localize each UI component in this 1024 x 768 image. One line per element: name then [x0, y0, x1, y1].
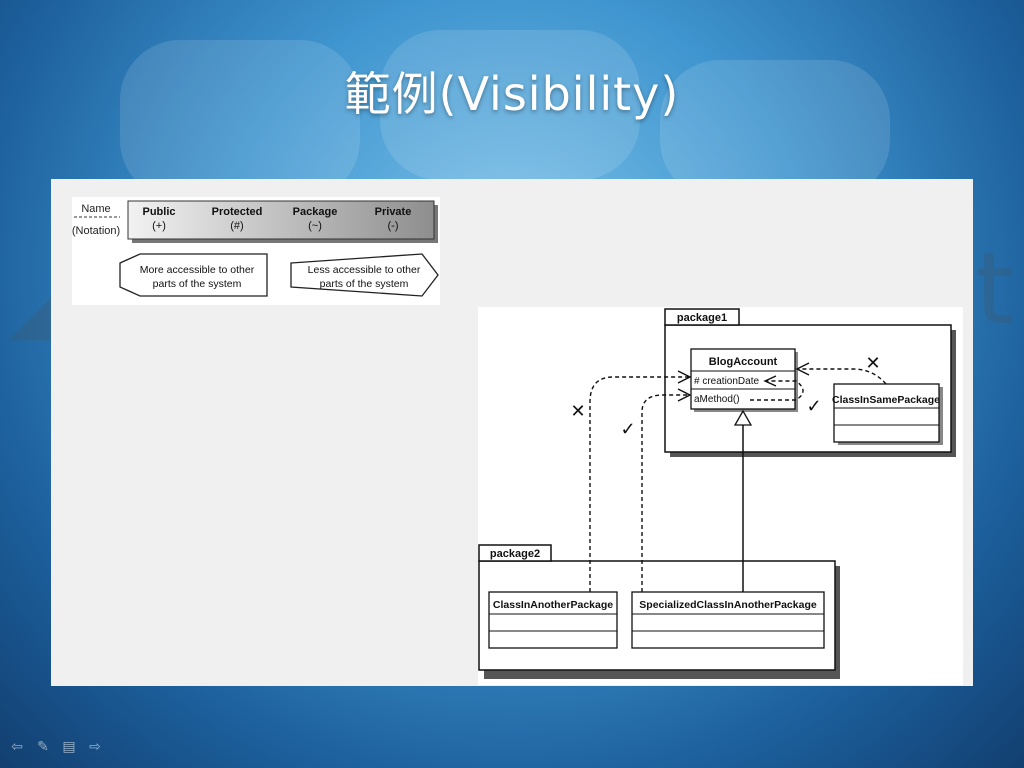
legend-col-public-notation: (+): [152, 220, 166, 232]
slideshow-nav: ⇦ ✎ ▤ ⇨: [8, 738, 104, 756]
same-package-arrowhead: [795, 362, 810, 376]
specialized-allowed-mark: ✓: [620, 419, 635, 439]
visibility-legend: Name (Notation) Public (+) Protected (#)…: [72, 197, 440, 305]
package2-tab: [478, 544, 552, 562]
another-package-class-name: ClassInAnotherPackage: [493, 599, 613, 611]
package1-tab: [664, 308, 740, 326]
legend-header-bar: [127, 200, 435, 240]
package2-label: package2: [490, 548, 540, 560]
uml-diagram: package1 BlogAccount # creationDate aMet…: [478, 307, 963, 685]
background-panel-right: [660, 60, 890, 200]
pen-icon[interactable]: ✎: [37, 739, 49, 755]
legend-col-private-name: Private: [375, 206, 412, 218]
same-package-dependency: [798, 368, 887, 385]
package1-label: package1: [677, 312, 727, 324]
legend-col-public-name: Public: [142, 206, 175, 218]
same-package-class: [833, 383, 940, 443]
another-package-dependency: [589, 376, 689, 592]
less-accessible-line1: Less accessible to other: [308, 264, 421, 276]
another-package-class: [488, 591, 618, 649]
legend-col-protected-name: Protected: [212, 206, 263, 218]
blog-account-method: aMethod(): [694, 394, 740, 405]
blog-account-class: [690, 348, 796, 410]
generalization-arrowhead: [733, 409, 753, 426]
specialized-class: [631, 591, 825, 649]
slide-menu-icon[interactable]: ▤: [62, 739, 76, 755]
less-accessible-arrow: [290, 253, 439, 297]
more-accessible-line2: parts of the system: [153, 278, 242, 290]
next-slide-icon[interactable]: ⇨: [89, 739, 101, 755]
blog-account-name: BlogAccount: [709, 356, 778, 368]
more-accessible-arrow: [119, 253, 268, 297]
legend-col-private-notation: (-): [388, 220, 399, 232]
slide-title: 範例(Visibility): [344, 67, 680, 121]
background-panel-center: [380, 30, 640, 180]
background-panel-left: [120, 40, 360, 200]
same-package-denied-mark: ✕: [865, 353, 880, 373]
specialized-class-name: SpecializedClassInAnotherPackage: [639, 599, 817, 611]
specialized-dependency: [641, 394, 689, 592]
legend-col-package-name: Package: [293, 206, 338, 218]
legend-name-label: Name: [81, 203, 110, 215]
method-self-arrowhead: [763, 375, 777, 387]
method-allowed-mark: ✓: [806, 396, 821, 416]
background-watermark-right: t: [975, 230, 1015, 347]
previous-slide-icon[interactable]: ⇦: [11, 739, 23, 755]
method-self-dependency: [750, 380, 804, 401]
another-package-arrowhead: [677, 370, 692, 384]
less-accessible-line2: parts of the system: [320, 278, 409, 290]
legend-col-package-notation: (~): [308, 220, 322, 232]
legend-notation-label: (Notation): [72, 225, 120, 237]
legend-col-protected-notation: (#): [230, 220, 243, 232]
more-accessible-line1: More accessible to other: [140, 264, 255, 276]
same-package-class-name: ClassInSamePackage: [832, 394, 940, 406]
another-package-denied-mark: ✕: [570, 401, 585, 421]
specialized-arrowhead: [677, 388, 692, 402]
blog-account-attribute: # creationDate: [694, 376, 759, 387]
